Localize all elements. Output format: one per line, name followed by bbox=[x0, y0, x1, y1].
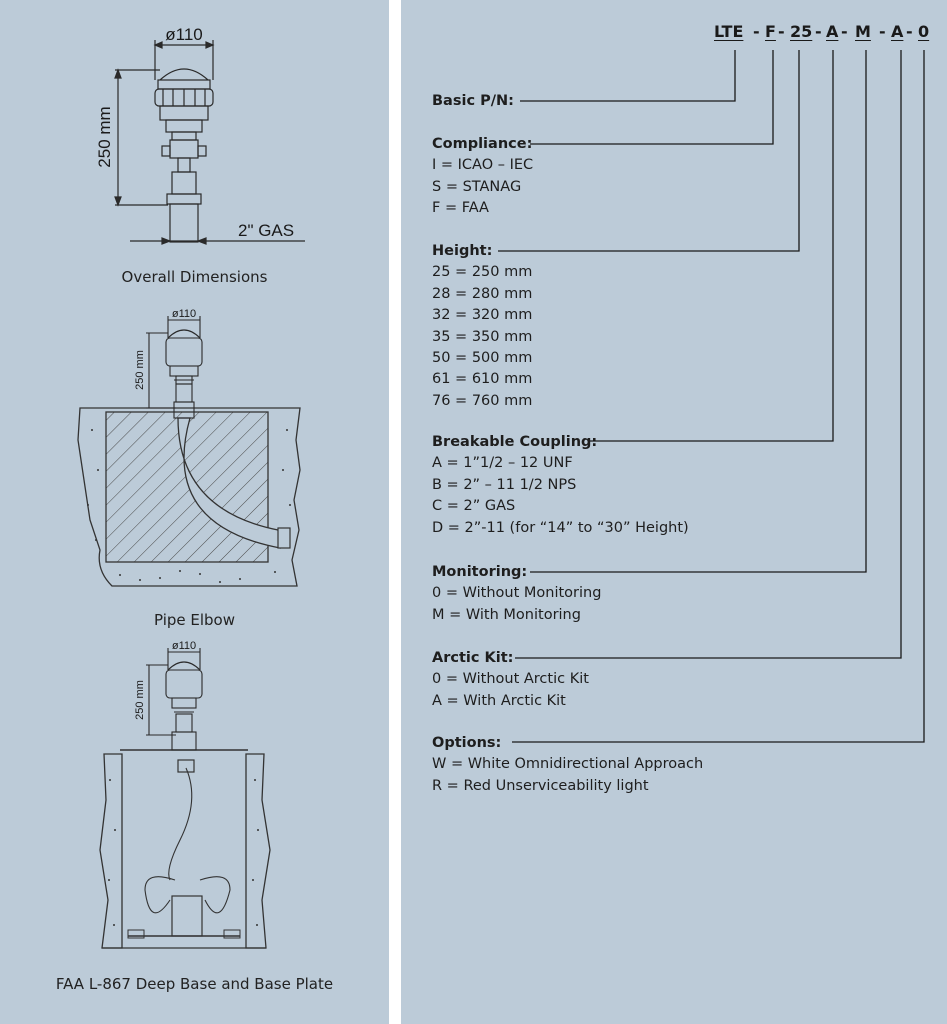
list-item: 76 = 760 mm bbox=[432, 392, 533, 409]
list-item: 61 = 610 mm bbox=[432, 371, 533, 388]
pn-segment-basic: LTE bbox=[714, 22, 744, 41]
section-arctic-kit: Arctic Kit: 0 = Without Arctic Kit A = W… bbox=[432, 648, 589, 712]
pn-segment-compliance: F bbox=[765, 22, 776, 41]
list-item: A = With Arctic Kit bbox=[432, 692, 566, 709]
pn-sep-4: - bbox=[841, 22, 848, 41]
pn-segment-options: 0 bbox=[918, 22, 930, 41]
pn-sep-1: - bbox=[753, 22, 760, 41]
list-item: 0 = Without Monitoring bbox=[432, 585, 602, 602]
section-height: Height: 25 = 250 mm 28 = 280 mm 32 = 320… bbox=[432, 241, 532, 412]
list-item: A = 1”1/2 – 12 UNF bbox=[432, 455, 573, 472]
list-item: D = 2”-11 (for “14” to “30” Height) bbox=[432, 519, 689, 536]
pipe-elbow-drawing: ø110 250 mm bbox=[77, 308, 301, 587]
overall-diameter-label: ø110 bbox=[165, 25, 203, 44]
list-item: 50 = 500 mm bbox=[432, 350, 533, 367]
section-options-title: Options: bbox=[432, 735, 502, 751]
pn-segment-height: 25 bbox=[790, 22, 813, 41]
pn-sep-6: - bbox=[906, 22, 913, 41]
section-basic-pn: Basic P/N: bbox=[432, 91, 514, 112]
section-breakable-coupling: Breakable Coupling: A = 1”1/2 – 12 UNF B… bbox=[432, 432, 689, 539]
elbow-diameter-label: ø110 bbox=[172, 308, 196, 320]
elbow-height-label: 250 mm bbox=[134, 350, 146, 390]
base-diameter-label: ø110 bbox=[172, 640, 196, 652]
pn-sep-2: - bbox=[778, 22, 785, 41]
section-monitoring: Monitoring: 0 = Without Monitoring M = W… bbox=[432, 562, 601, 626]
pipe-elbow-caption: Pipe Elbow bbox=[153, 611, 235, 629]
list-item: I = ICAO – IEC bbox=[432, 157, 534, 174]
pn-segment-monitoring: M bbox=[855, 22, 871, 41]
section-compliance: Compliance: I = ICAO – IEC S = STANAG F … bbox=[432, 134, 533, 220]
section-options: Options: W = White Omnidirectional Appro… bbox=[432, 733, 703, 797]
list-item: F = FAA bbox=[432, 200, 489, 217]
pn-sep-3: - bbox=[815, 22, 822, 41]
pn-segment-coupling: A bbox=[826, 22, 839, 41]
list-item: 35 = 350 mm bbox=[432, 328, 533, 345]
overall-height-label: 250 mm bbox=[95, 106, 114, 167]
list-item: 25 = 250 mm bbox=[432, 264, 533, 281]
list-item: 32 = 320 mm bbox=[432, 307, 533, 324]
section-height-title: Height: bbox=[432, 243, 493, 259]
list-item: W = White Omnidirectional Approach bbox=[432, 756, 704, 773]
list-item: B = 2” – 11 1/2 NPS bbox=[432, 476, 577, 493]
list-item: C = 2” GAS bbox=[432, 498, 516, 515]
section-arctic-title: Arctic Kit: bbox=[432, 650, 514, 666]
part-number-panel bbox=[401, 0, 947, 1024]
list-item: R = Red Unserviceability light bbox=[432, 777, 649, 794]
pn-segment-arctic: A bbox=[891, 22, 904, 41]
list-item: 0 = Without Arctic Kit bbox=[432, 671, 589, 688]
list-item: 28 = 280 mm bbox=[432, 285, 533, 302]
base-height-label: 250 mm bbox=[134, 680, 146, 720]
section-basic-pn-title: Basic P/N: bbox=[432, 93, 514, 109]
deep-base-drawing: ø110 250 mm bbox=[99, 640, 271, 949]
overall-dimensions-caption: Overall Dimensions bbox=[121, 268, 268, 286]
pn-sep-5: - bbox=[879, 22, 886, 41]
section-compliance-title: Compliance: bbox=[432, 136, 533, 152]
overall-dimensions-drawing: ø110 250 mm 2" GAS bbox=[95, 25, 305, 245]
section-coupling-title: Breakable Coupling: bbox=[432, 434, 598, 450]
section-monitoring-title: Monitoring: bbox=[432, 564, 528, 580]
deep-base-caption: FAA L-867 Deep Base and Base Plate bbox=[55, 975, 334, 993]
overall-thread-label: 2" GAS bbox=[238, 221, 294, 240]
list-item: S = STANAG bbox=[432, 178, 522, 195]
list-item: M = With Monitoring bbox=[432, 606, 581, 623]
